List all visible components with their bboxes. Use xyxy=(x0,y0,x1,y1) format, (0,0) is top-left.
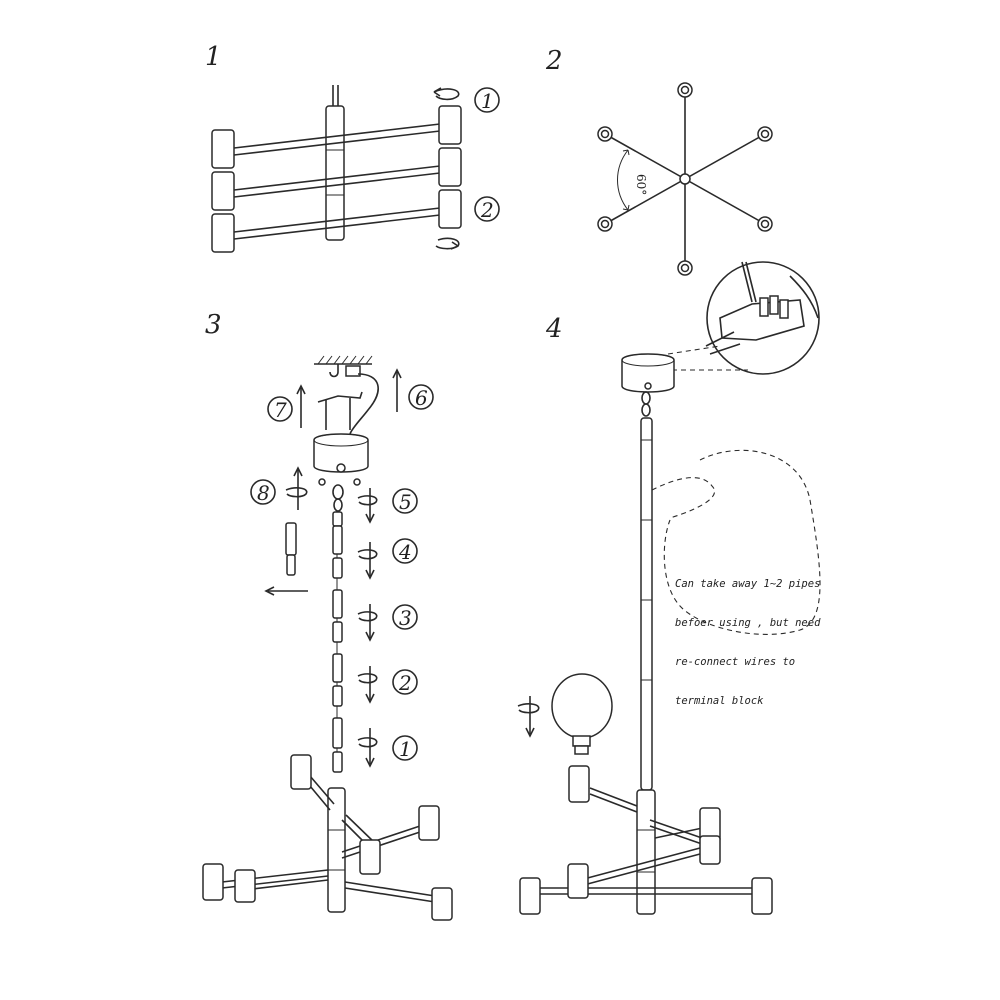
panel-number-2: 2 xyxy=(546,46,563,76)
panel3-step-5: 5 xyxy=(399,490,412,514)
pipe-removal-note: Can take away 1~2 pipes befoer using , b… xyxy=(675,552,820,734)
panel3-exploded-assembly xyxy=(202,355,453,921)
panel1-arms-side-view xyxy=(211,85,500,253)
panel4-installed-view xyxy=(517,261,821,915)
note-line-4: terminal block xyxy=(675,695,764,707)
panel3-step-1: 1 xyxy=(399,737,412,761)
panel3-step-7: 7 xyxy=(274,398,287,422)
panel2-top-view xyxy=(597,82,773,276)
panel3-step-2: 2 xyxy=(398,671,412,695)
panel-number-3: 3 xyxy=(205,310,222,340)
panel2-angle-label: 60° xyxy=(634,174,648,195)
arm-end-caps xyxy=(597,82,773,276)
panel3-step-3: 3 xyxy=(399,606,412,630)
panel-number-1: 1 xyxy=(205,42,222,72)
panel1-step-2: 2 xyxy=(480,198,494,222)
panel3-step-8: 8 xyxy=(257,481,270,505)
note-line-2: befoer using , but need xyxy=(675,617,821,629)
note-line-1: Can take away 1~2 pipes xyxy=(675,578,821,590)
panel3-step-4: 4 xyxy=(398,540,412,564)
panel3-step-arrows xyxy=(357,488,378,768)
panel3-step-6: 6 xyxy=(415,386,428,410)
panel-number-4: 4 xyxy=(546,314,563,344)
note-line-3: re-connect wires to xyxy=(675,656,796,668)
panel1-step-1: 1 xyxy=(481,89,494,113)
